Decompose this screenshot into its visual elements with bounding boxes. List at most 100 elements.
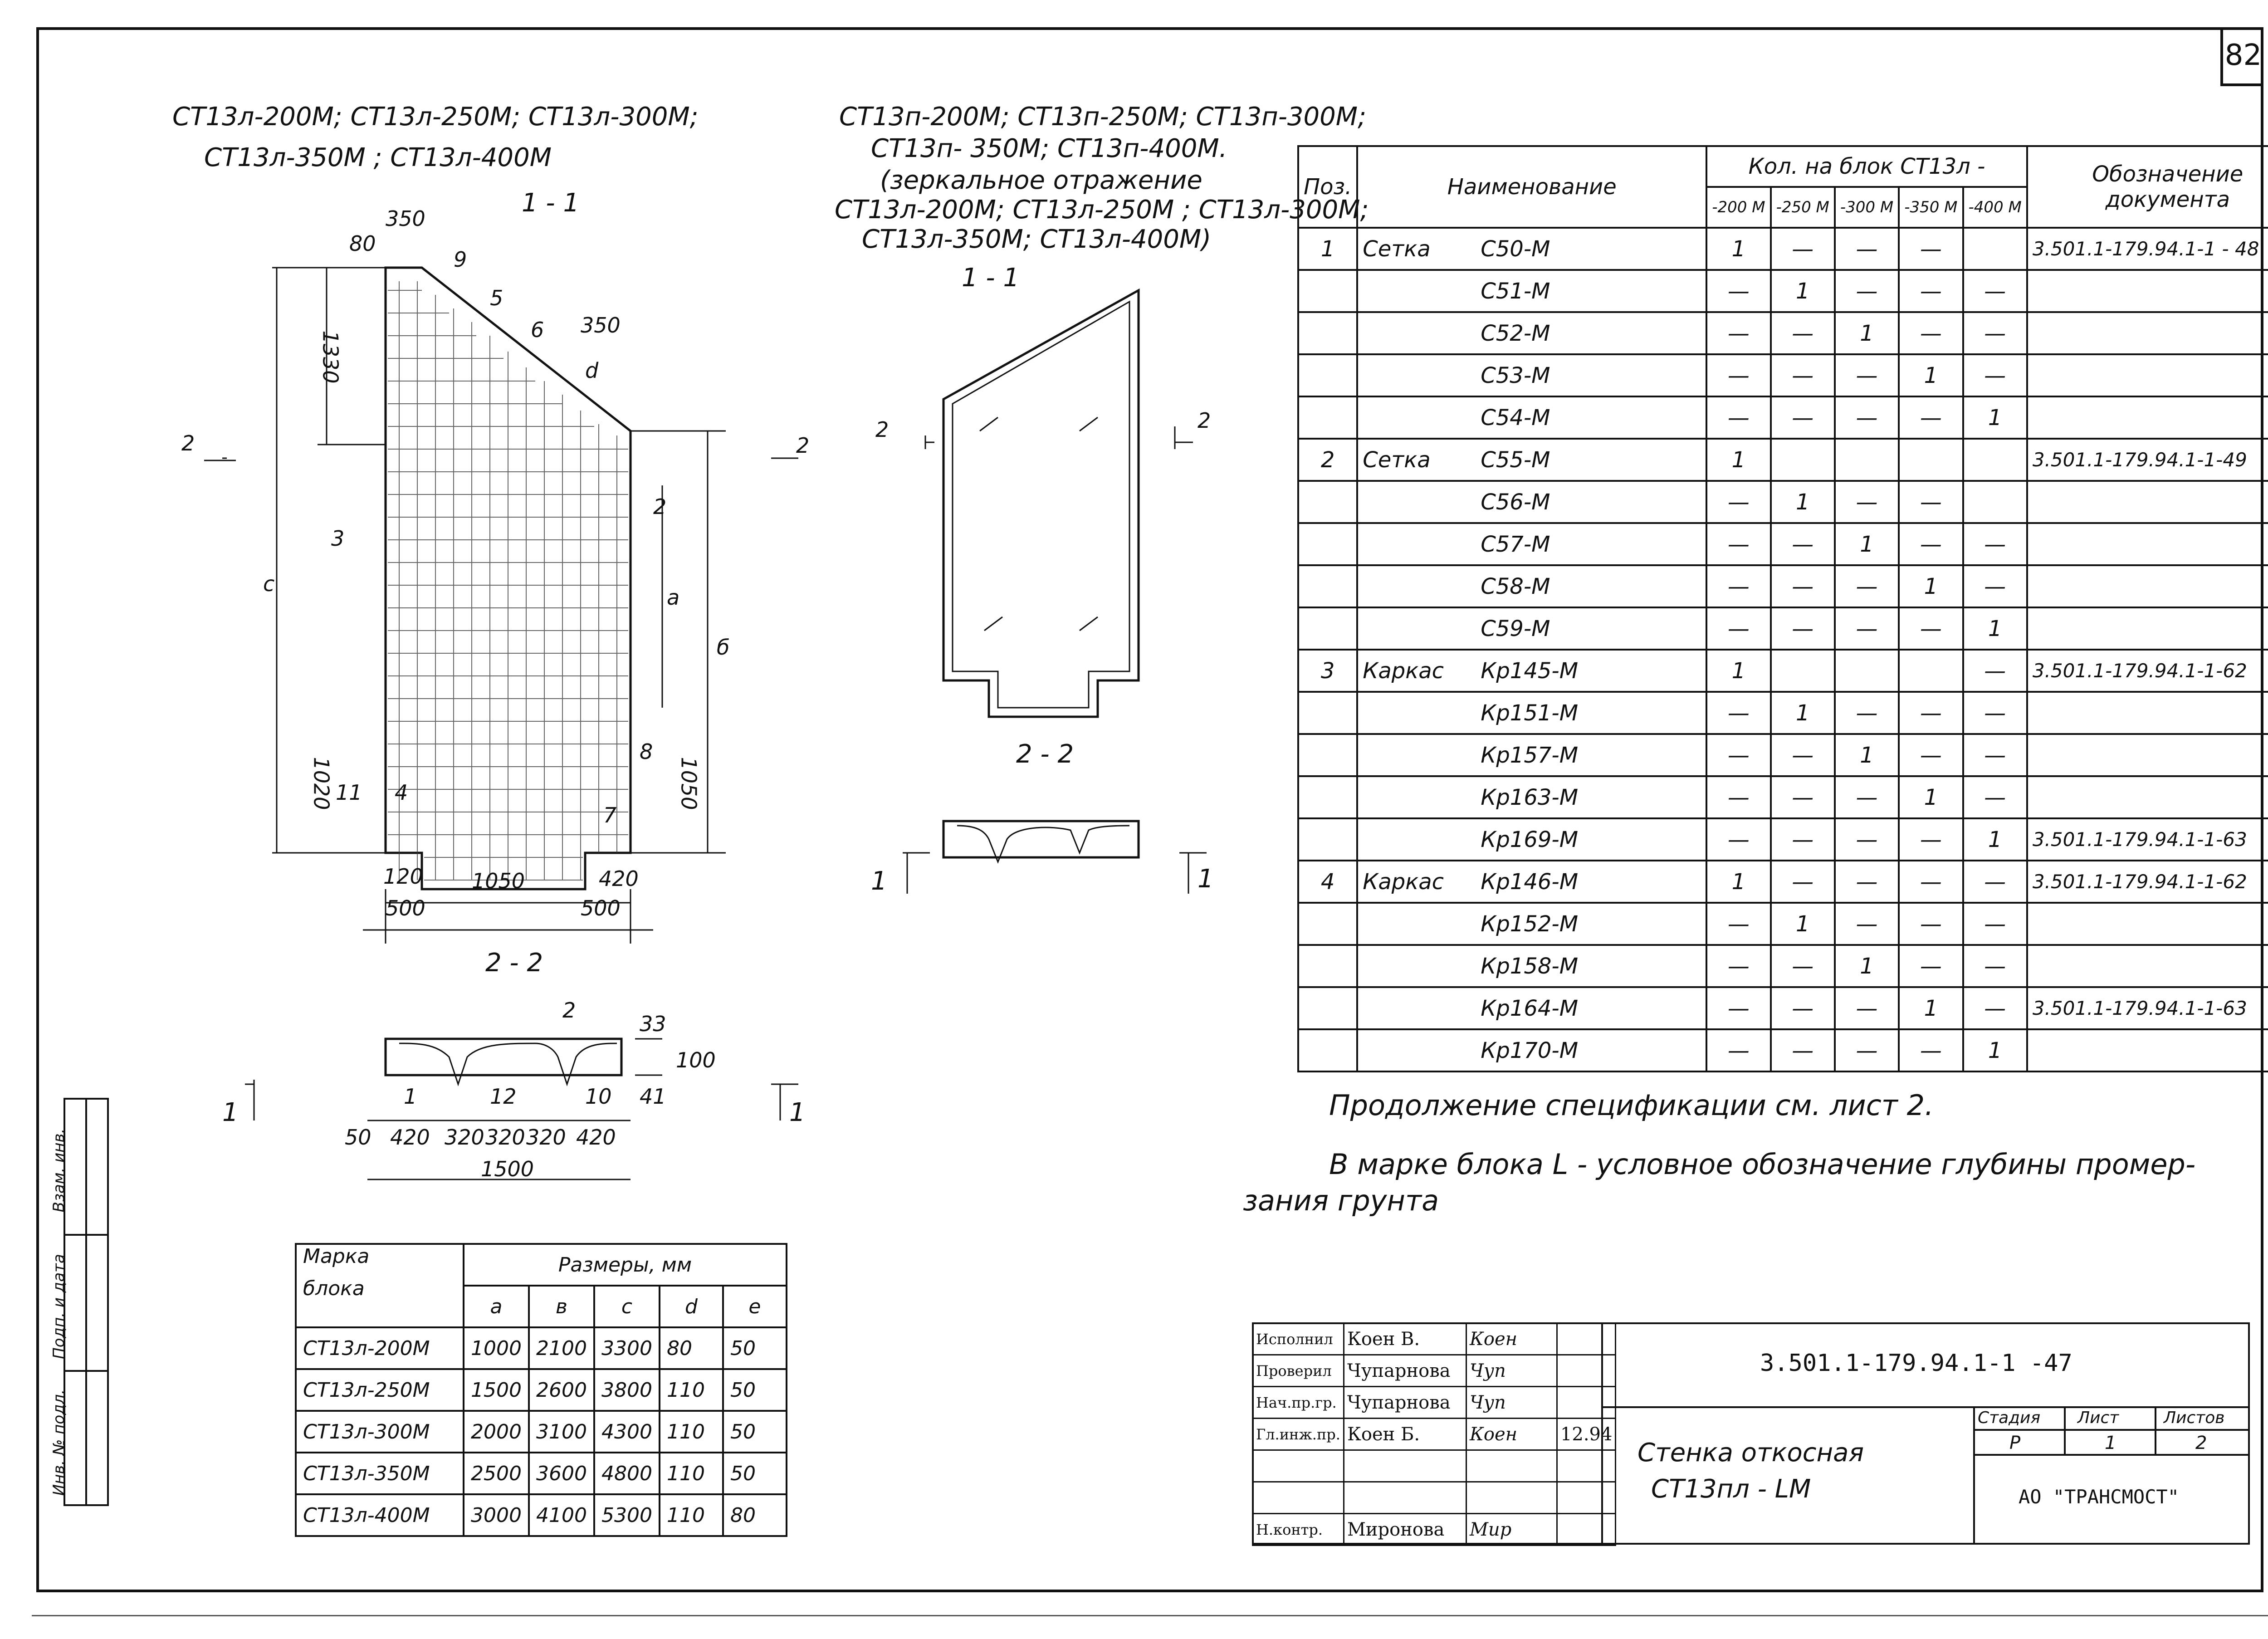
spec-mark: С58-М	[1481, 573, 1550, 599]
signature-name: Миронова	[1343, 1513, 1467, 1546]
spec-qty: 1	[1833, 944, 1900, 988]
spec-qty: —	[1962, 353, 2028, 397]
spec-qty: —	[1962, 311, 2028, 355]
spec-doc	[2026, 311, 2268, 355]
spec-qty: —	[1898, 607, 1964, 651]
spec-qty: —	[1898, 396, 1964, 440]
spec-qty: —	[1898, 311, 1964, 355]
signature-role: Нач.пр.гр.	[1252, 1386, 1344, 1419]
spec-qty: —	[1833, 902, 1900, 946]
section-1-1-mid: 1 - 1	[962, 263, 1020, 293]
spec-qty: —	[1769, 396, 1836, 440]
spec-row: С58-М———1—	[1297, 564, 2268, 608]
bottom-border-line	[32, 1615, 2268, 1616]
signature-date: 12.94	[1556, 1418, 1617, 1451]
note-continuation: Продолжение спецификации см. лист 2.	[1329, 1089, 1934, 1122]
spec-qty: —	[1898, 269, 1964, 313]
spec-qty: —	[1769, 353, 1836, 397]
spec-qty: 1	[1706, 860, 1772, 904]
spec-qty: —	[1769, 775, 1836, 819]
spec-qty: —	[1769, 522, 1836, 566]
side-stamp-line-2	[64, 1370, 109, 1372]
dim-value: 80	[722, 1493, 787, 1537]
dim-value: 3800	[593, 1368, 660, 1412]
side-stamp-line-1	[64, 1234, 109, 1236]
spec-pos	[1297, 396, 1359, 440]
dim-value: 4100	[528, 1493, 595, 1537]
spec-mark: Кр145-М	[1481, 658, 1579, 684]
signature-sign: Коен	[1465, 1322, 1558, 1355]
spec-pos: 4	[1297, 860, 1359, 904]
spec-mark: С50-М	[1481, 236, 1550, 262]
spec-doc	[2026, 691, 2268, 735]
spec-qty: 1	[1769, 480, 1836, 524]
spec-mark: Кр146-М	[1481, 869, 1579, 895]
s22-dim-320a: 320	[445, 1125, 484, 1150]
spec-doc	[2026, 480, 2268, 524]
spec-row: Кр157-М——1——	[1297, 733, 2268, 777]
spec-qty: —	[1706, 311, 1772, 355]
signature-sign: Мир	[1465, 1513, 1558, 1546]
title-block-divider-v4	[2155, 1406, 2156, 1454]
spec-qty: —	[1898, 817, 1964, 861]
spec-pos	[1297, 480, 1359, 524]
sheet-value: 1	[2105, 1433, 2116, 1453]
spec-qty: —	[1706, 396, 1772, 440]
spec-mark: С56-М	[1481, 489, 1550, 515]
spec-qty: —	[1962, 649, 2028, 693]
spec-qty: —	[1706, 902, 1772, 946]
header-mid-line5: СТ13л-350М; СТ13л-400М)	[862, 225, 1212, 254]
spec-qty: —	[1769, 311, 1836, 355]
spec-qty: —	[1833, 986, 1900, 1030]
title-code: 3.501.1-179.94.1-1 -47	[1760, 1350, 2072, 1377]
spec-row: С52-М——1——	[1297, 311, 2268, 355]
dim-value: 110	[658, 1410, 724, 1453]
spec-qty: —	[1706, 1028, 1772, 1072]
spec-qty: 1	[1962, 1028, 2028, 1072]
spec-name: Кр152-М	[1356, 902, 1708, 946]
spec-name: Кр164-М	[1356, 986, 1708, 1030]
header-left-line2: СТ13л-350М ; СТ13л-400М	[204, 143, 552, 172]
spec-mark: Кр164-М	[1481, 995, 1579, 1021]
s22-dim-50: 50	[345, 1125, 371, 1150]
spec-mark: С51-М	[1481, 278, 1550, 304]
dim-mark: СТ13л-200М	[295, 1326, 464, 1370]
spec-row: С51-М—1———	[1297, 269, 2268, 313]
spec-mark: Кр169-М	[1481, 827, 1579, 852]
spec-name: С58-М	[1356, 564, 1708, 608]
spec-qty: 1	[1706, 438, 1772, 482]
spec-name: Кр158-М	[1356, 944, 1708, 988]
dim-header-mark-1: Марка	[303, 1245, 370, 1268]
dim-350-right: 350	[581, 313, 621, 338]
callout-5: 5	[490, 286, 503, 310]
spec-sub-400: -400 М	[1962, 186, 2028, 229]
spec-qty: —	[1898, 860, 1964, 904]
signature-row	[1252, 1449, 1617, 1482]
organization: АО "ТРАНСМОСТ"	[2019, 1486, 2180, 1508]
signature-date	[1556, 1354, 1617, 1387]
spec-doc	[2026, 902, 2268, 946]
dim-value: 50	[722, 1410, 787, 1453]
spec-name: С52-М	[1356, 311, 1708, 355]
s22-dim-320c: 320	[526, 1125, 566, 1150]
spec-name: Кр157-М	[1356, 733, 1708, 777]
callout-11: 11	[336, 780, 362, 805]
spec-qty	[1898, 649, 1964, 693]
letter-d: d	[585, 358, 599, 383]
spec-mark: Кр151-М	[1481, 700, 1579, 726]
dim-value: 3100	[528, 1410, 595, 1453]
spec-qty: —	[1706, 564, 1772, 608]
spec-qty: —	[1769, 227, 1836, 271]
spec-qty: 1	[1706, 649, 1772, 693]
spec-qty: 1	[1962, 396, 2028, 440]
spec-sub-200: -200 М	[1706, 186, 1772, 229]
spec-qty: —	[1769, 1028, 1836, 1072]
s22-dim-420a: 420	[390, 1125, 430, 1150]
sheets-value: 2	[2195, 1433, 2207, 1453]
spec-qty: —	[1769, 733, 1836, 777]
